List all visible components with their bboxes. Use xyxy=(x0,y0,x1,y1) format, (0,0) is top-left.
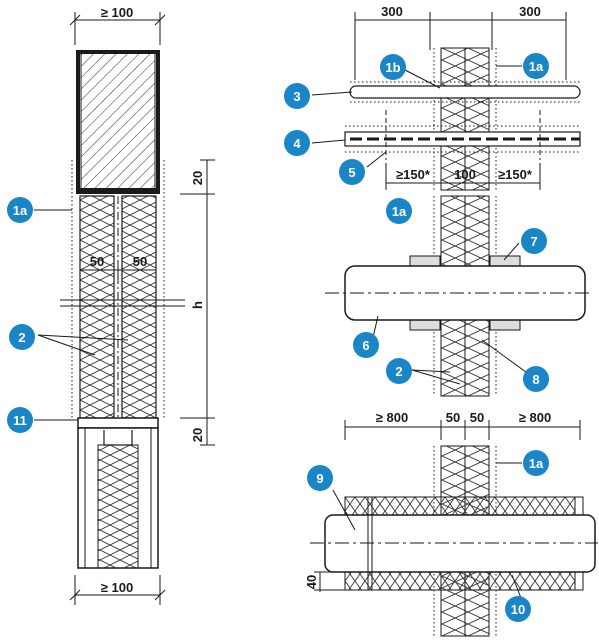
callout-bubble xyxy=(521,228,547,254)
dim-150-left: ≥150* xyxy=(396,167,431,182)
callout-1b: 1b xyxy=(380,54,406,80)
callout-bubble xyxy=(386,358,412,384)
callout-label: 1a xyxy=(392,204,407,219)
callout-1a-tr: 1a xyxy=(523,53,549,79)
callout-label: 1a xyxy=(13,203,28,218)
callout-bubble xyxy=(9,324,35,350)
wall-stub-base xyxy=(78,188,158,194)
dim-800-left: ≥ 800 xyxy=(376,410,408,425)
callout-3: 3 xyxy=(284,83,310,109)
callout-bubble xyxy=(284,130,310,156)
callout-2-mid: 2 xyxy=(386,358,412,384)
collar-bottom-left xyxy=(409,319,441,331)
top-right-section: 300 300 ≥150* 100 ≥150* xyxy=(311,4,581,191)
pipe-small xyxy=(349,85,581,99)
callout-6: 6 xyxy=(353,332,379,358)
callout-bubble xyxy=(339,159,365,185)
dim-40: 40 xyxy=(304,575,319,589)
callout-bubble xyxy=(523,366,549,392)
callout-1a-left: 1a xyxy=(7,197,33,223)
callout-bubble xyxy=(505,596,531,622)
callout-label: 2 xyxy=(395,364,402,379)
callout-label: 5 xyxy=(348,165,355,180)
lower-insulation xyxy=(97,444,139,569)
callout-label: 9 xyxy=(316,471,323,486)
collar-top-left xyxy=(409,255,441,267)
callout-bubble xyxy=(7,407,33,433)
callout-10: 10 xyxy=(505,596,531,622)
callout-8: 8 xyxy=(523,366,549,392)
callout-label: 4 xyxy=(293,136,301,151)
callout-label: 11 xyxy=(13,413,27,428)
callout-label: 1a xyxy=(529,59,544,74)
dim-20-top: 20 xyxy=(190,171,205,185)
callout-1a-mid: 1a xyxy=(386,198,412,224)
callout-11: 11 xyxy=(7,407,33,433)
wall-stub-hatched xyxy=(80,51,156,191)
dim-100: 100 xyxy=(454,167,476,182)
callout-label: 6 xyxy=(362,338,369,353)
callout-bubble xyxy=(380,54,406,80)
callout-bubble xyxy=(523,450,549,476)
dim-300-left: 300 xyxy=(381,4,403,19)
callout-bubble xyxy=(353,332,379,358)
left-section: ≥ 100 50 50 20 h 20 xyxy=(34,5,215,605)
insulation-slab-right xyxy=(121,195,157,419)
dim-800-right: ≥ 800 xyxy=(519,410,551,425)
callout-label: 8 xyxy=(532,372,539,387)
callout-1a-br: 1a xyxy=(523,450,549,476)
callout-label: 3 xyxy=(293,89,300,104)
lower-frame-cap xyxy=(77,417,159,429)
callout-7: 7 xyxy=(521,228,547,254)
callout-label: 1a xyxy=(529,456,544,471)
callout-label: 1b xyxy=(385,60,400,75)
callout-4: 4 xyxy=(284,130,310,156)
dim-20-bottom: 20 xyxy=(190,428,205,442)
callout-bubble xyxy=(386,198,412,224)
dim-50-b: 50 xyxy=(133,254,147,269)
middle-right-section xyxy=(325,195,590,397)
dim-50-a: 50 xyxy=(90,254,104,269)
dim-top-left: ≥ 100 xyxy=(69,5,166,45)
dim-top-left-label: ≥ 100 xyxy=(101,5,133,20)
callout-label: 10 xyxy=(511,602,525,617)
dim-50-c: 50 xyxy=(446,410,460,425)
callout-layer: 1a 2 11 1b 1a 3 4 5 1a 7 6 2 8 9 1a 10 xyxy=(7,53,549,622)
dim-150-right: ≥150* xyxy=(498,167,533,182)
callout-bubble xyxy=(7,197,33,223)
collar-top-right xyxy=(489,255,521,267)
callout-label: 7 xyxy=(530,234,537,249)
callout-9: 9 xyxy=(307,465,333,491)
callout-label: 2 xyxy=(18,330,25,345)
dim-50-d: 50 xyxy=(470,410,484,425)
callout-bubble xyxy=(307,465,333,491)
callout-bubble xyxy=(284,83,310,109)
insulation-slab-left xyxy=(79,195,115,419)
callout-5: 5 xyxy=(339,159,365,185)
pipe-insulation-top xyxy=(344,496,576,516)
collar-bottom-right xyxy=(489,319,521,331)
callout-bubble xyxy=(523,53,549,79)
dim-300-right: 300 xyxy=(519,4,541,19)
bottom-right-section: ≥ 800 50 50 ≥ 800 40 xyxy=(304,410,598,637)
pipe-insulation-bottom xyxy=(344,571,576,591)
callout-2-left: 2 xyxy=(9,324,35,350)
dim-bottom-left-label: ≥ 100 xyxy=(101,580,133,595)
dim-h: h xyxy=(190,301,205,309)
